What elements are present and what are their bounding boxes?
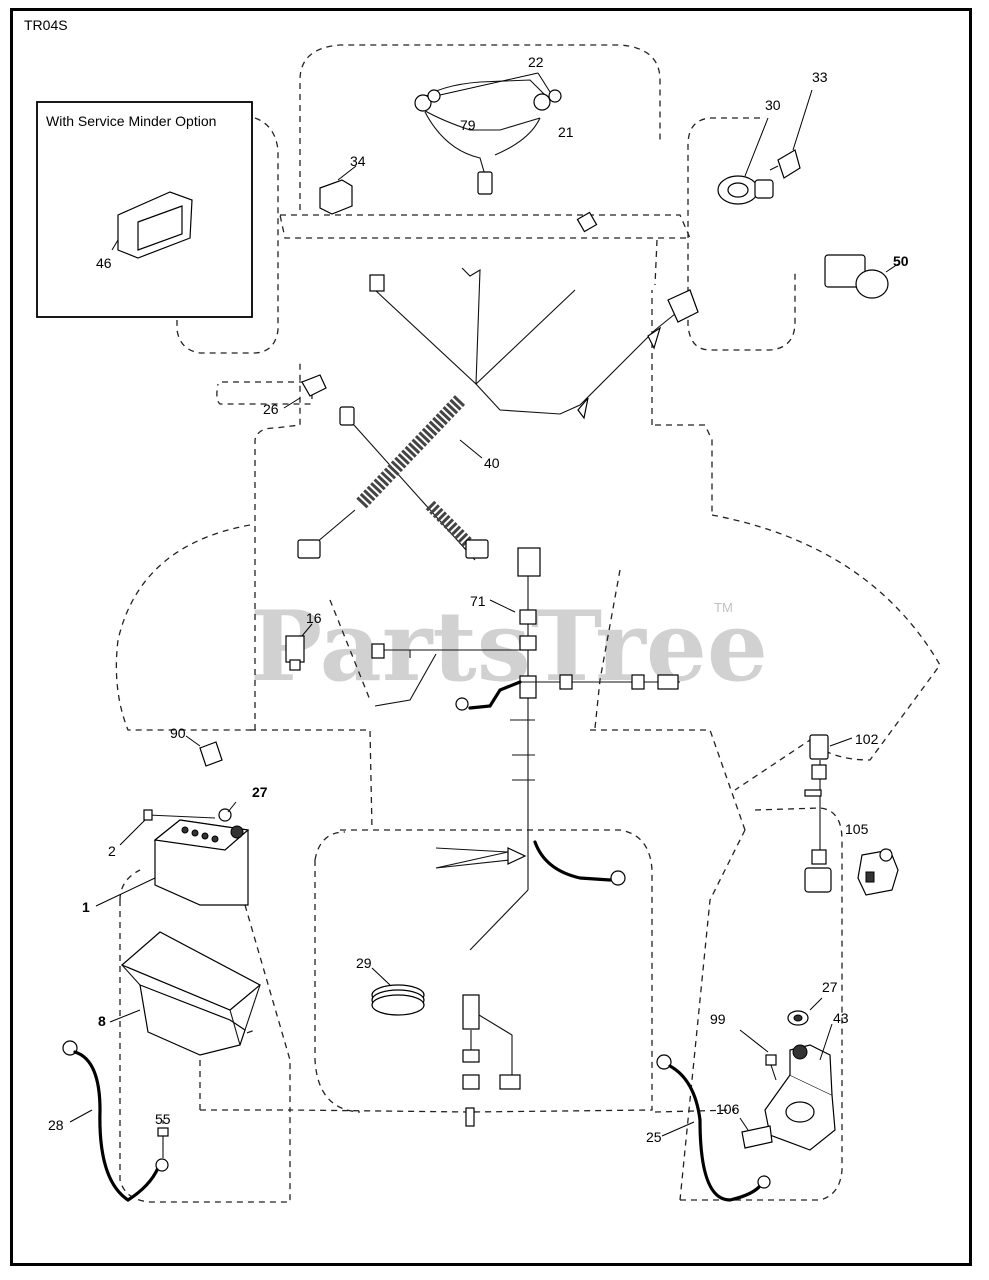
- callout-29: 29: [356, 955, 372, 971]
- fender-right: [711, 514, 941, 791]
- right-rear-outline: [680, 807, 843, 1201]
- key-33: [769, 89, 813, 179]
- main-harness-40: [297, 395, 489, 561]
- hood-outline: [299, 44, 661, 210]
- watermark-tm: TM: [714, 600, 733, 615]
- part-50: [824, 254, 899, 299]
- upper-body: [651, 239, 713, 515]
- callout-2: 2: [108, 843, 116, 859]
- bolt-99: [739, 1029, 777, 1081]
- callout-55: 55: [155, 1111, 171, 1127]
- callout-22: 22: [528, 54, 544, 70]
- solenoid-43: [764, 1023, 836, 1151]
- callout-8: 8: [98, 1013, 106, 1029]
- cable-28: [62, 1040, 169, 1202]
- callout-46: 46: [96, 255, 112, 271]
- seat-pan-outline: [254, 360, 301, 730]
- wire-bundle-29: [371, 967, 425, 1016]
- part-106: [739, 1117, 773, 1149]
- callout-27-solenoid: 27: [822, 979, 838, 995]
- callout-33: 33: [812, 69, 828, 85]
- left-pod-outline: [176, 117, 279, 354]
- callout-34: 34: [350, 153, 366, 169]
- center-column: [329, 569, 621, 729]
- fender-left: [115, 524, 255, 731]
- switch-34: [319, 165, 357, 215]
- right-pod-outline: [687, 117, 796, 351]
- relay-16: [285, 623, 313, 671]
- part-105: [857, 848, 899, 896]
- cable-25: [656, 1054, 771, 1202]
- floor-outline-right: [590, 729, 746, 831]
- nut-27: [787, 997, 823, 1026]
- ignition-switch: [717, 117, 774, 205]
- battery-tray-8: [109, 931, 262, 1056]
- callout-99: 99: [710, 1011, 726, 1027]
- callout-30: 30: [765, 97, 781, 113]
- bolt-55: [157, 1120, 169, 1158]
- callout-50: 50: [893, 253, 909, 269]
- hour-meter-part: [111, 191, 193, 259]
- callout-40: 40: [484, 455, 500, 471]
- diagram-code: TR04S: [24, 17, 68, 33]
- callout-21: 21: [558, 124, 574, 140]
- inset-title: With Service Minder Option: [46, 113, 216, 129]
- floor-outline-left: [250, 729, 373, 831]
- callout-71: 71: [470, 593, 486, 609]
- dash-panel-outline: [279, 214, 691, 239]
- service-minder-inset: With Service Minder Option: [36, 101, 253, 318]
- callout-102: 102: [855, 731, 879, 747]
- lower-deck-inner: [314, 831, 361, 1113]
- battery-1: [95, 819, 250, 907]
- center-harness-71: [371, 547, 680, 951]
- right-mid-outline: [654, 829, 746, 1201]
- lower-deck-outline: [289, 829, 653, 1113]
- lower-harness: [462, 994, 521, 1127]
- part-90: [185, 735, 223, 767]
- callout-16: 16: [306, 610, 322, 626]
- callout-79: 79: [460, 117, 476, 133]
- switch-102: [804, 734, 853, 893]
- side-small-box: [216, 381, 313, 405]
- headlight-harness: [414, 72, 562, 195]
- callout-90: 90: [170, 725, 186, 741]
- callout-labels: 22 79 21 34 30 33 50 46 26 40 71 16 90 2…: [48, 54, 909, 1145]
- left-mid-outline: [119, 869, 291, 1061]
- callout-43: 43: [833, 1010, 849, 1026]
- battery-bolts: [119, 801, 237, 846]
- tractor-outline: [115, 44, 941, 1203]
- diagram-border: [10, 8, 972, 1266]
- dash-wiring: [369, 211, 699, 420]
- fuse-26: [283, 374, 327, 409]
- callout-27-battery: 27: [252, 784, 268, 800]
- callout-1: 1: [82, 899, 90, 915]
- callout-106: 106: [716, 1101, 740, 1117]
- callout-25: 25: [646, 1129, 662, 1145]
- callout-26: 26: [263, 401, 279, 417]
- callout-105: 105: [845, 821, 869, 837]
- callout-28: 28: [48, 1117, 64, 1133]
